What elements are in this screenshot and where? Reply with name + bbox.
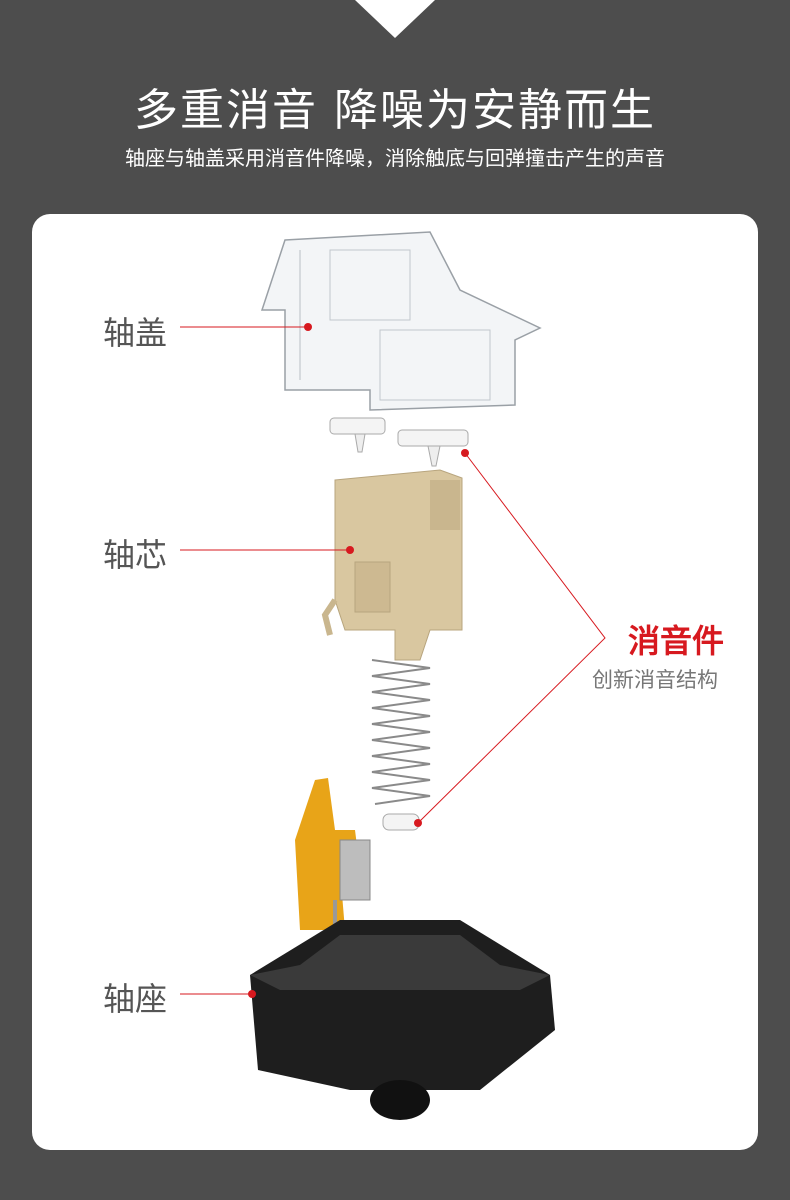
leader-lines (180, 326, 606, 995)
down-arrow-notch (355, 0, 435, 38)
page-title: 多重消音 降噪为安静而生 (134, 85, 656, 136)
marker-dots (248, 323, 469, 998)
label-base: 轴座 (103, 980, 168, 1018)
callout-title: 消音件 (628, 622, 725, 660)
label-stem: 轴芯 (103, 536, 168, 574)
top-damper-image (329, 417, 469, 467)
switch-cover-image (260, 231, 542, 411)
label-cover: 轴盖 (103, 314, 168, 352)
callout-subtitle: 创新消音结构 (592, 668, 718, 692)
bottom-damper-image (382, 813, 420, 831)
spring-image (371, 659, 431, 805)
page-subtitle: 轴座与轴盖采用消音件降噪，消除触底与回弹撞击产生的声音 (125, 146, 665, 170)
switch-base-image (250, 920, 555, 1120)
stem-image (321, 469, 463, 661)
